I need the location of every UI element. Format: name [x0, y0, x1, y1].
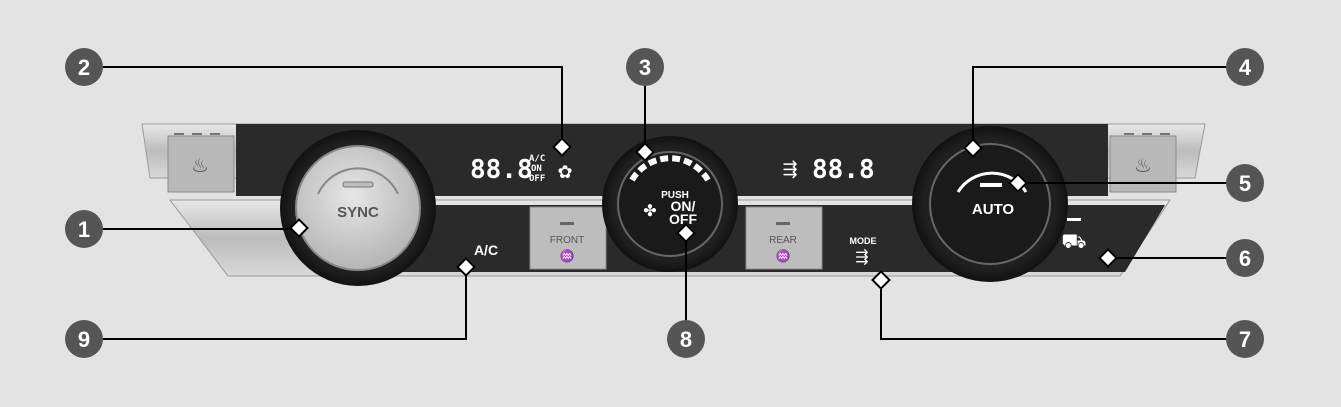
marker-3 — [635, 142, 655, 162]
left-temperature-display: 88.8 — [470, 155, 533, 185]
left-fan-speed-icon: ✿ — [557, 162, 572, 182]
left-ac-label: A/C — [529, 154, 545, 164]
callout-9-number: 9 — [78, 327, 90, 352]
ac-button-label: A/C — [474, 242, 498, 258]
callouts: 1 2 3 4 5 6 7 8 9 — [65, 48, 1264, 358]
ac-button[interactable] — [440, 212, 520, 270]
left-off-label: OFF — [529, 174, 545, 184]
leader-line-4 — [972, 66, 1245, 148]
marker-6 — [1098, 248, 1118, 268]
callout-1-number: 1 — [78, 217, 90, 242]
auto-label: AUTO — [972, 201, 1015, 218]
marker-4 — [963, 138, 983, 158]
callout-3-number: 3 — [639, 55, 651, 80]
callout-1-circle — [65, 210, 103, 248]
mode-airflow-icon: ⇶ — [855, 248, 868, 266]
fan-icon: ✤ — [643, 203, 656, 220]
fan-on-label: ON/ — [671, 198, 696, 214]
leader-lines — [84, 66, 1245, 340]
marker-7 — [871, 270, 891, 290]
rear-defrost-label: REAR — [769, 235, 797, 246]
sync-knob[interactable]: SYNC — [280, 130, 436, 286]
right-seat-heater-icon: ♨ — [1134, 155, 1152, 177]
callout-5-number: 5 — [1239, 171, 1251, 196]
mode-button[interactable] — [828, 212, 908, 270]
control-panel: ♨ ♨ FRONT ♒ REAR ♒ A/C MODE ⇶ ⛟ 88.8 A/C… — [141, 123, 1206, 286]
callout-7-number: 7 — [1239, 327, 1251, 352]
recirculation-indicator — [1067, 218, 1081, 221]
right-temperature-display: 88.8 — [812, 155, 875, 185]
rear-defrost-icon: ♒ — [776, 249, 791, 263]
auto-knob[interactable]: AUTO — [912, 126, 1068, 282]
sync-indicator — [342, 181, 374, 188]
fan-knob[interactable]: PUSH ✤ ON/ OFF — [602, 136, 738, 272]
callout-2-circle — [65, 48, 103, 86]
callout-2-number: 2 — [78, 55, 90, 80]
fan-push-label: PUSH — [661, 190, 689, 201]
left-seat-heater-button[interactable] — [167, 135, 235, 193]
callout-3-circle — [626, 48, 664, 86]
callout-4-number: 4 — [1239, 55, 1252, 80]
fan-off-label: OFF — [669, 211, 697, 227]
callout-8-number: 8 — [680, 327, 692, 352]
callout-7-circle — [1226, 320, 1264, 358]
leader-line-2 — [84, 66, 563, 147]
callout-9-circle — [65, 320, 103, 358]
front-defrost-icon: ♒ — [560, 249, 575, 263]
leader-markers — [289, 137, 1118, 290]
front-defrost-label: FRONT — [550, 235, 584, 246]
sync-label: SYNC — [337, 204, 379, 221]
recirculation-icon[interactable]: ⛟ — [1061, 231, 1086, 253]
left-seat-heater-icon: ♨ — [191, 155, 209, 177]
marker-1 — [289, 218, 309, 238]
leader-line-7 — [880, 280, 1245, 340]
right-airflow-icon: ⇶ — [782, 159, 797, 179]
rear-defrost-button[interactable] — [745, 206, 823, 270]
left-on-label: ON — [531, 164, 542, 174]
marker-2 — [552, 137, 572, 157]
front-defrost-button[interactable] — [529, 206, 607, 270]
auto-indicator — [980, 183, 1002, 187]
marker-5 — [1008, 173, 1028, 193]
callout-8-circle — [667, 320, 705, 358]
marker-9 — [456, 257, 476, 277]
front-defrost-indicator — [560, 222, 574, 225]
leader-line-9 — [84, 267, 467, 340]
fan-speed-arc — [629, 155, 711, 182]
callout-6-number: 6 — [1239, 246, 1251, 271]
marker-8 — [676, 223, 696, 243]
rear-defrost-indicator — [776, 222, 790, 225]
callout-4-circle — [1226, 48, 1264, 86]
callout-6-circle — [1226, 239, 1264, 277]
callout-5-circle — [1226, 164, 1264, 202]
mode-button-label: MODE — [850, 236, 877, 246]
